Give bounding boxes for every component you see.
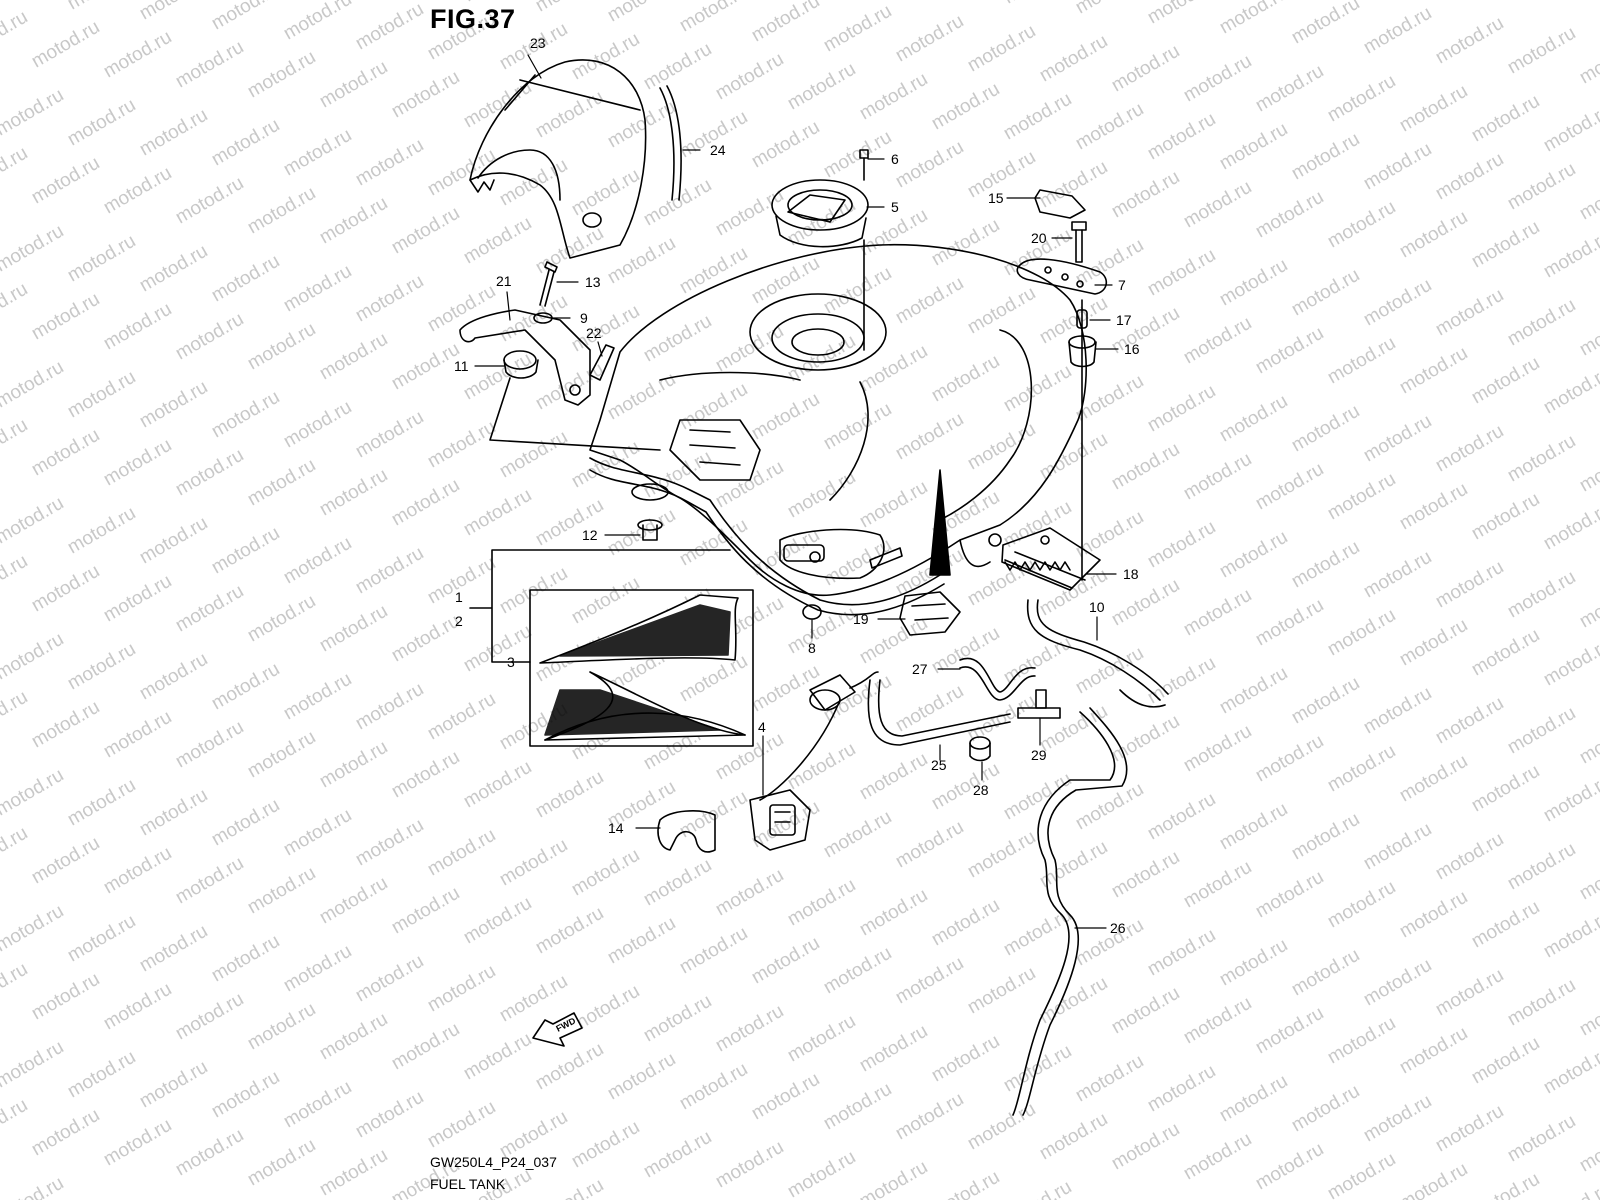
part-hose-27 bbox=[959, 657, 1036, 701]
callout-18: 18 bbox=[1123, 566, 1139, 582]
part-bolt-20 bbox=[1071, 221, 1087, 263]
part-grommet-11 bbox=[503, 350, 539, 379]
callout-10: 10 bbox=[1089, 599, 1105, 615]
callout-labels: 23 24 6 5 15 20 7 17 16 18 13 9 21 22 11… bbox=[454, 35, 1140, 936]
callout-19: 19 bbox=[853, 611, 869, 627]
callout-15: 15 bbox=[988, 190, 1004, 206]
callout-29: 29 bbox=[1031, 747, 1047, 763]
figure-code: GW250L4_P24_037 bbox=[430, 1154, 557, 1170]
part-clamp-28 bbox=[969, 736, 991, 762]
leader-bracket bbox=[469, 549, 731, 663]
part-fuel-tank bbox=[589, 243, 1087, 616]
part-damper-12 bbox=[631, 483, 669, 541]
part-tank-cover bbox=[469, 59, 647, 259]
callout-9: 9 bbox=[580, 310, 588, 326]
part-hose-26 bbox=[1012, 707, 1128, 1116]
callout-24: 24 bbox=[710, 142, 726, 158]
part-t-joint-29 bbox=[1017, 689, 1061, 719]
part-rubber-pad-18 bbox=[1001, 527, 1101, 591]
part-cap-15 bbox=[1034, 189, 1086, 219]
part-o-ring-8 bbox=[802, 604, 822, 620]
part-fuel-gauge-4 bbox=[749, 671, 879, 851]
callout-27: 27 bbox=[912, 661, 928, 677]
callout-7: 7 bbox=[1118, 277, 1126, 293]
callout-11: 11 bbox=[454, 358, 469, 374]
callout-21: 21 bbox=[496, 273, 512, 289]
part-bolt-13 bbox=[539, 261, 558, 307]
callout-22: 22 bbox=[586, 325, 602, 341]
callout-14: 14 bbox=[608, 820, 624, 836]
part-bracket-21 bbox=[459, 309, 591, 406]
callout-3: 3 bbox=[507, 654, 515, 670]
callout-25: 25 bbox=[931, 757, 947, 773]
callout-2: 2 bbox=[455, 613, 463, 629]
fwd-arrow-icon: FWD bbox=[532, 1012, 583, 1047]
part-emblem-19 bbox=[899, 591, 961, 636]
callout-5: 5 bbox=[891, 199, 899, 215]
callout-26: 26 bbox=[1110, 920, 1126, 936]
callout-leaders bbox=[474, 54, 1119, 929]
part-decal-3 bbox=[529, 589, 754, 747]
part-pad-22 bbox=[589, 344, 615, 381]
callout-16: 16 bbox=[1124, 341, 1140, 357]
part-bracket-7 bbox=[1016, 258, 1108, 295]
callout-20: 20 bbox=[1031, 230, 1047, 246]
callout-17: 17 bbox=[1116, 312, 1132, 328]
part-trim-strip bbox=[659, 85, 682, 201]
part-fuel-cap bbox=[771, 179, 869, 351]
callout-4: 4 bbox=[758, 719, 766, 735]
part-hose-25 bbox=[867, 679, 1011, 746]
callout-13: 13 bbox=[585, 274, 601, 290]
callout-28: 28 bbox=[973, 782, 989, 798]
leader-line bbox=[489, 377, 661, 451]
part-hose-10 bbox=[1026, 599, 1169, 708]
callout-1: 1 bbox=[455, 589, 463, 605]
callout-8: 8 bbox=[808, 640, 816, 656]
callout-6: 6 bbox=[891, 151, 899, 167]
figure-name: FUEL TANK bbox=[430, 1176, 506, 1192]
part-clamp-14 bbox=[657, 810, 716, 853]
callout-12: 12 bbox=[582, 527, 598, 543]
part-bolt-6 bbox=[859, 149, 869, 181]
callout-23: 23 bbox=[530, 35, 546, 51]
figure-title: FIG.37 bbox=[430, 4, 516, 34]
